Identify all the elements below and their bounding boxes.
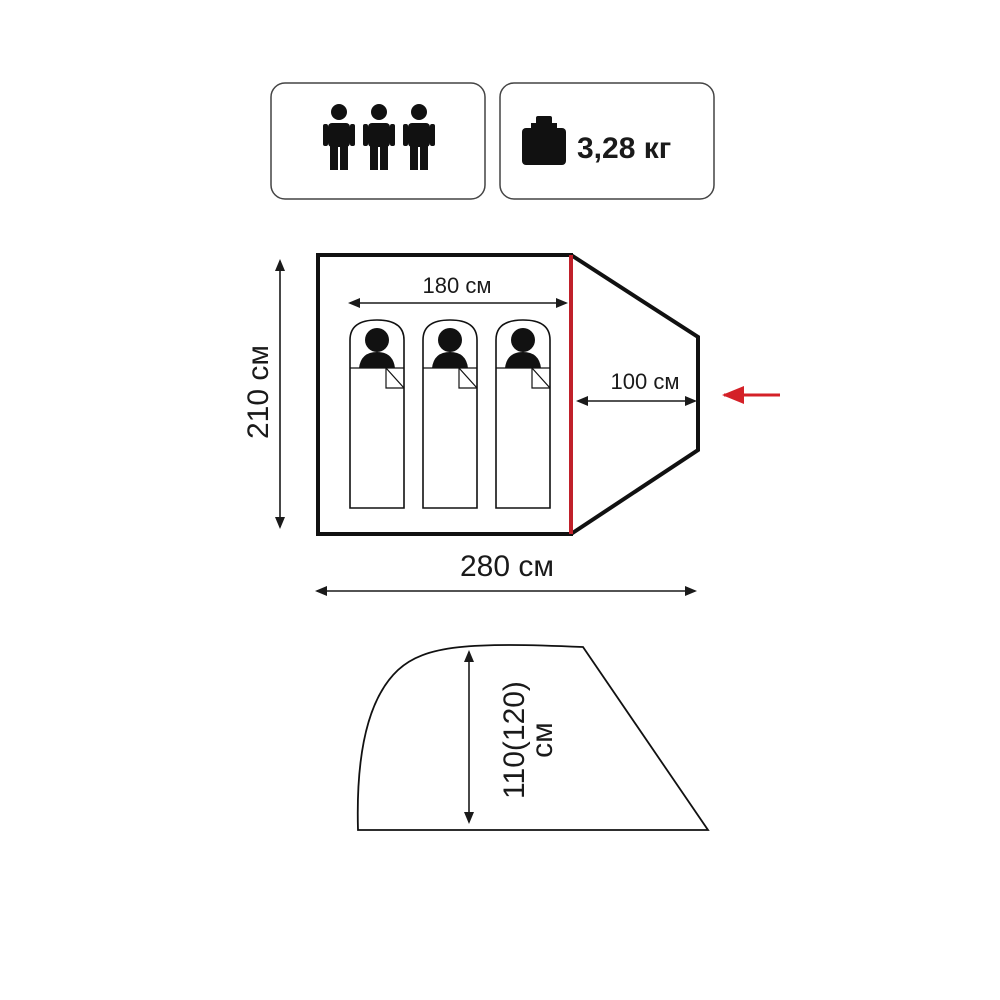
sleeping-bag bbox=[422, 319, 478, 509]
sleeping-bag bbox=[349, 319, 405, 509]
capacity-panel bbox=[270, 82, 486, 200]
floor-plan: 180 см 100 см 210 см 280 см bbox=[242, 253, 780, 596]
tent-profile-outline bbox=[356, 644, 710, 831]
height-label-line2: см bbox=[526, 722, 559, 758]
side-profile: 110(120) см bbox=[356, 644, 710, 831]
weight-panel: 3,28 кг bbox=[499, 82, 715, 200]
width-label: 210 см bbox=[242, 345, 275, 439]
height-label-line1: 110(120) bbox=[498, 681, 531, 799]
sleeping-bag bbox=[495, 319, 551, 509]
inner-length-label: 180 см bbox=[423, 273, 492, 298]
vestibule-outline bbox=[569, 253, 700, 536]
total-length-label: 280 см bbox=[460, 550, 554, 583]
weight-icon bbox=[522, 116, 566, 165]
vestibule-depth-label: 100 см bbox=[611, 369, 680, 394]
weight-value: 3,28 кг bbox=[577, 132, 671, 165]
